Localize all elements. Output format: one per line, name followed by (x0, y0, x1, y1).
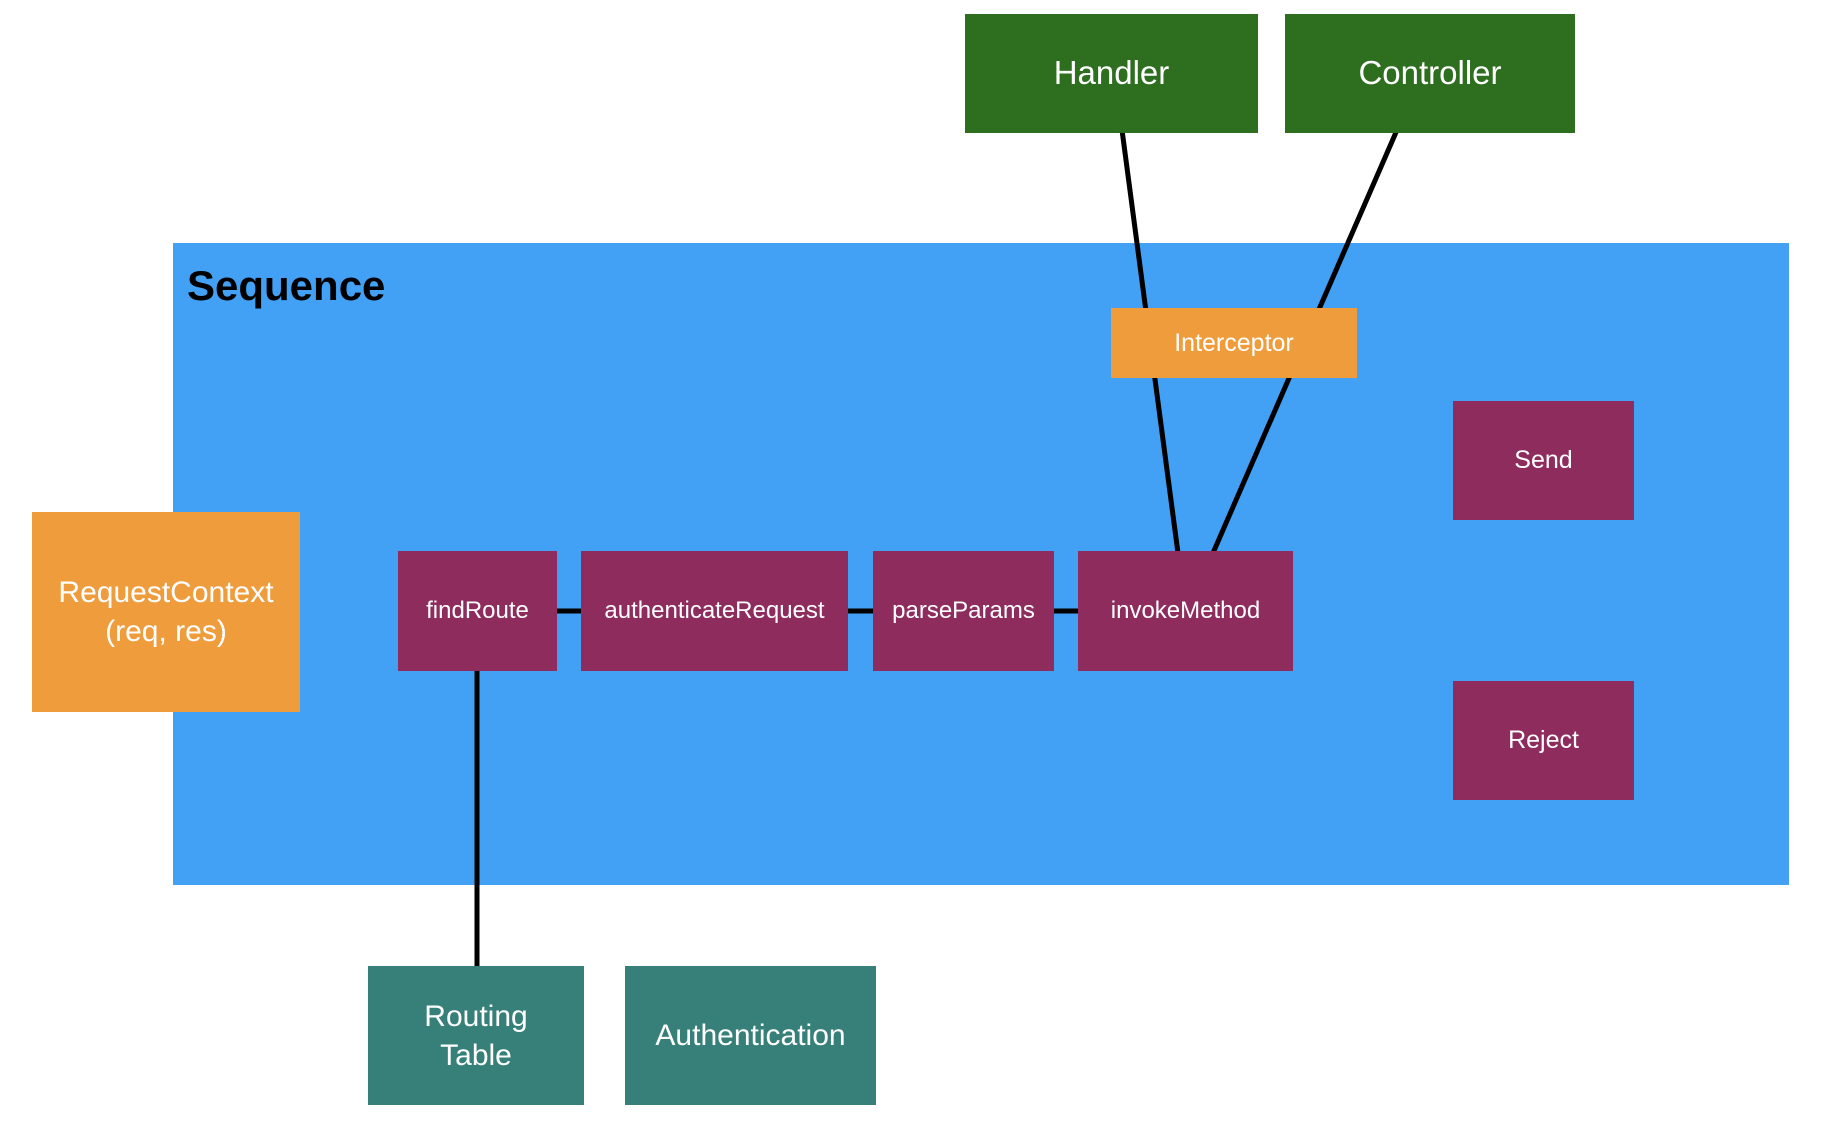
routing-table-node: Routing Table (368, 966, 584, 1105)
controller-node: Controller (1285, 14, 1575, 133)
find-route-node: findRoute (398, 551, 557, 671)
handler-node: Handler (965, 14, 1258, 133)
interceptor-node: Interceptor (1111, 308, 1357, 378)
invoke-method-node: invokeMethod (1078, 551, 1293, 671)
authenticate-request-node: authenticateRequest (581, 551, 848, 671)
reject-node: Reject (1453, 681, 1634, 800)
request-context-node: RequestContext (req, res) (32, 512, 300, 712)
authentication-node: Authentication (625, 966, 876, 1105)
sequence-title: Sequence (187, 262, 386, 309)
send-node: Send (1453, 401, 1634, 520)
parse-params-node: parseParams (873, 551, 1054, 671)
